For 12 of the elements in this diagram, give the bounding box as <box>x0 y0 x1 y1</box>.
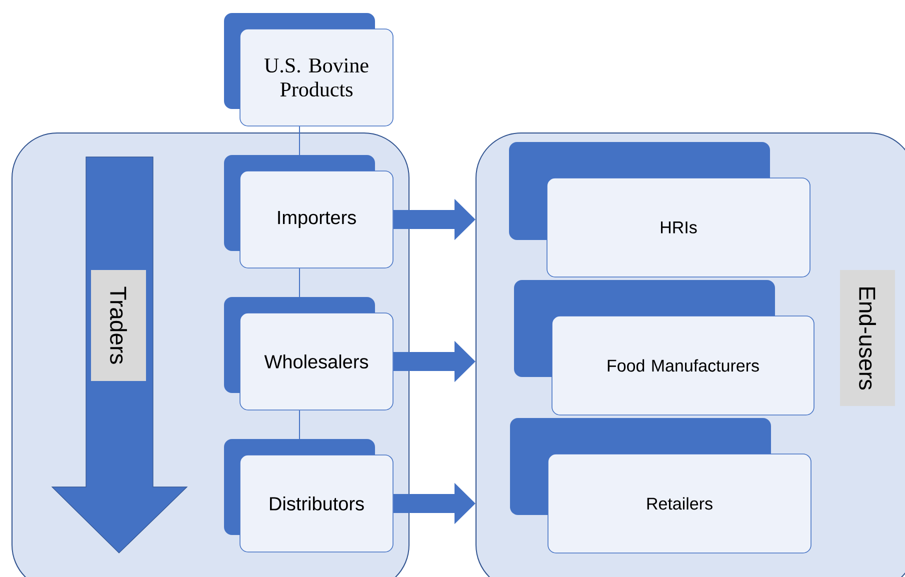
card: Retailers <box>510 418 812 554</box>
panel-label: End-users <box>840 270 895 406</box>
card: Importers <box>224 154 394 268</box>
panel-label: Traders <box>91 270 146 381</box>
card: HRIs <box>509 142 810 278</box>
card: Food Manufacturers <box>514 280 814 416</box>
connector-line <box>299 126 300 156</box>
card: Distributors <box>224 438 394 552</box>
card: U.S. Bovine Products <box>224 13 394 126</box>
card: Wholesalers <box>224 296 394 410</box>
connector-line <box>299 410 300 440</box>
connector-line <box>299 268 300 298</box>
